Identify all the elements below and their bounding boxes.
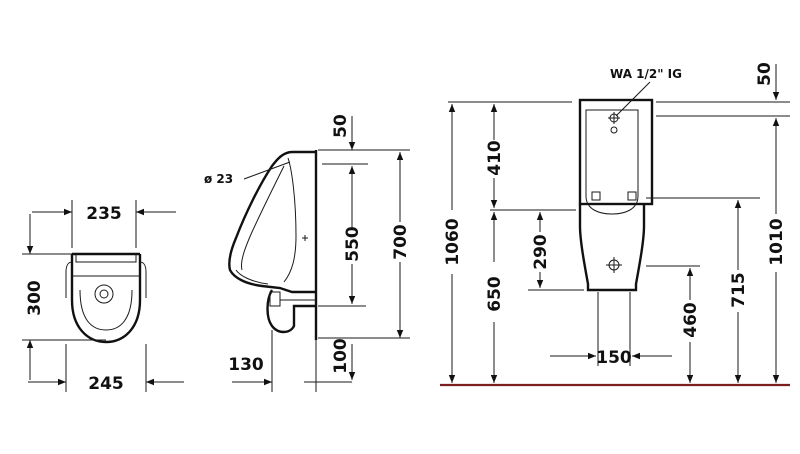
front-left-wall: [65, 261, 73, 298]
side-dim-550: 550: [343, 226, 363, 262]
elev-dim-650: 650: [485, 276, 505, 312]
side-dim-dia: ø 23: [204, 172, 233, 186]
elev-bowl-outline: [578, 204, 646, 292]
front-right-wall: [139, 261, 147, 298]
elev-dim-1010: 1010: [767, 218, 787, 265]
front-dim-300: 300: [25, 280, 45, 316]
side-dim-130: 130: [228, 355, 264, 375]
side-trap-coupling: [269, 291, 281, 307]
elev-dim-1060: 1060: [443, 218, 463, 265]
side-lower-bowl: [235, 269, 269, 285]
front-cap: [75, 254, 137, 263]
elev-dim-150: 150: [596, 348, 632, 368]
elevation-view: WA 1/2" IG 50 410 1060 290 650: [440, 62, 790, 387]
front-outlet-inner: [99, 289, 109, 299]
elev-dim-460: 460: [681, 302, 701, 338]
side-body-outer: [228, 150, 316, 294]
front-dim-235: 235: [86, 204, 122, 224]
side-trap: [266, 289, 316, 334]
front-outlet-circle: [94, 284, 114, 304]
elev-inner-opening: [585, 109, 639, 215]
side-inner-front: [241, 165, 285, 271]
side-dim-700: 700: [391, 224, 411, 260]
elev-top-box: [578, 98, 654, 206]
elev-wa-leader: [615, 81, 651, 117]
side-dim-50: 50: [331, 114, 351, 138]
front-dim-245: 245: [88, 374, 124, 394]
elev-bracket-left: [591, 191, 601, 201]
side-dia-leader: [243, 161, 291, 180]
elev-bracket-right: [627, 191, 637, 201]
elev-inlet-small: [610, 126, 618, 134]
elev-dim-290: 290: [531, 234, 551, 270]
elev-dim-715: 715: [729, 272, 749, 308]
elev-dim-50: 50: [755, 62, 775, 86]
elev-dim-410: 410: [485, 140, 505, 176]
elev-wa-label: WA 1/2" IG: [610, 67, 682, 81]
front-bowl-outline: [70, 254, 142, 344]
side-dim-100: 100: [331, 338, 351, 374]
front-view: 235 300 245: [22, 200, 184, 394]
front-inner-bowl: [79, 289, 133, 331]
side-inner-cavity: [283, 157, 297, 283]
side-view: ø 23 50 550 700 130 100: [204, 114, 411, 392]
